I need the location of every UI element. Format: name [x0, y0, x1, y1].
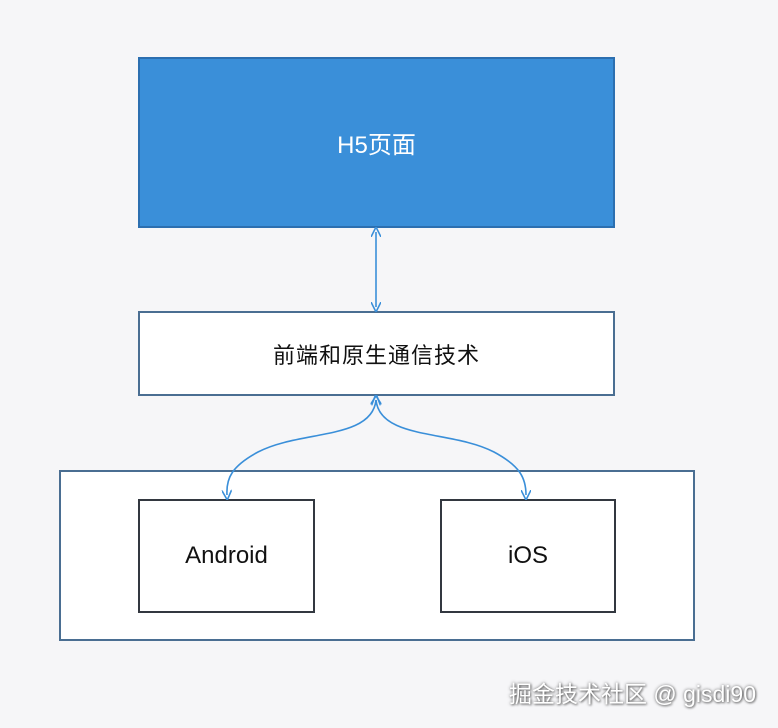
ios-box: iOS: [440, 499, 616, 613]
android-box: Android: [138, 499, 315, 613]
ios-label: iOS: [507, 542, 548, 569]
android-label: Android: [185, 542, 268, 569]
h5-page-label: H5页面: [337, 132, 416, 159]
bridge-technology-label: 前端和原生通信技术: [272, 343, 480, 369]
watermark: 掘金技术社区 @ gisdi90: [508, 681, 756, 707]
h5-page-box: H5页面: [138, 57, 615, 228]
bridge-technology-box: 前端和原生通信技术: [138, 311, 615, 396]
